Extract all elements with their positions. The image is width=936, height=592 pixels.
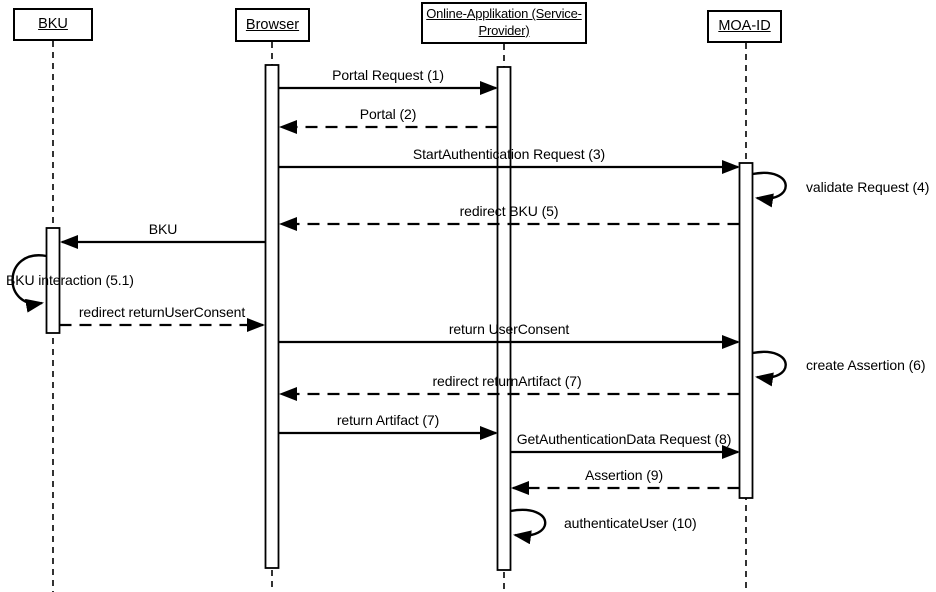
label-redirect-return-user-consent: redirect returnUserConsent xyxy=(78,304,246,320)
label-return-user-consent: return UserConsent xyxy=(448,321,570,337)
label-authenticate-user: authenticateUser (10) xyxy=(564,515,697,531)
actor-browser-label: Browser xyxy=(245,16,300,33)
actor-online-app-label-line2: Provider) xyxy=(478,23,530,38)
self-loop-bku-interaction xyxy=(11,254,47,313)
label-create-assertion: create Assertion (6) xyxy=(806,357,926,373)
activation-moa-id xyxy=(738,162,754,499)
activation-bku xyxy=(45,227,61,334)
activation-bars xyxy=(45,64,754,571)
label-portal-return: Portal (2) xyxy=(359,106,417,122)
actor-online-app-label-line1: Online-Applikation (Service- xyxy=(426,6,582,22)
activation-online-app xyxy=(496,66,512,571)
actor-online-app: Online-Applikation (Service- Provider) xyxy=(421,2,587,44)
label-bku: BKU xyxy=(148,221,178,237)
label-bku-interaction: BKU interaction (5.1) xyxy=(6,272,134,288)
actor-browser: Browser xyxy=(235,8,310,42)
self-loop-validate-request xyxy=(752,171,787,208)
label-start-authentication: StartAuthentication Request (3) xyxy=(412,146,606,162)
label-redirect-return-artifact: redirect returnArtifact (7) xyxy=(432,373,582,389)
self-loop-authenticate-user xyxy=(510,508,547,545)
label-validate-request: validate Request (4) xyxy=(806,179,930,195)
self-loop-create-assertion xyxy=(752,350,787,387)
label-assertion-return: Assertion (9) xyxy=(584,467,664,483)
activation-browser xyxy=(264,64,280,569)
actor-moa-id-label: MOA-ID xyxy=(718,18,771,35)
messages xyxy=(11,81,787,545)
label-redirect-bku: redirect BKU (5) xyxy=(459,203,559,219)
actor-bku-label: BKU xyxy=(38,16,68,33)
actor-bku: BKU xyxy=(13,8,93,41)
label-return-artifact: return Artifact (7) xyxy=(336,412,440,428)
label-portal-request: Portal Request (1) xyxy=(332,67,444,83)
actor-moa-id: MOA-ID xyxy=(707,10,782,43)
label-get-authentication-data: GetAuthenticationData Request (8) xyxy=(516,431,732,447)
